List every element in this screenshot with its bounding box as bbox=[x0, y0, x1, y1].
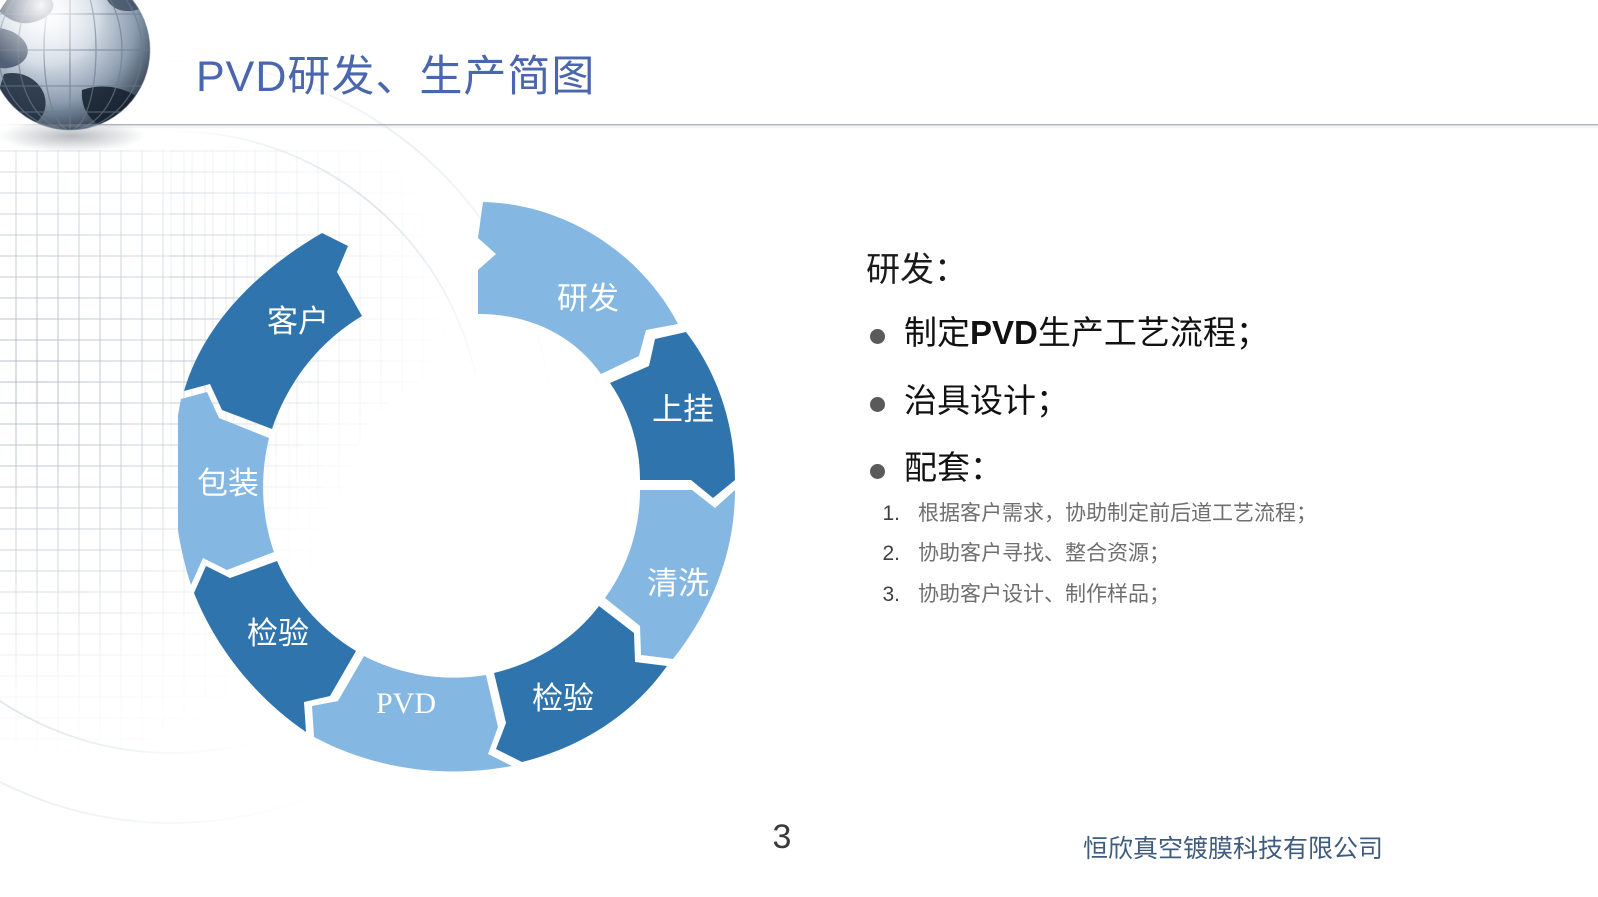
sublist-item-1: 1. 根据客户需求，协助制定前后道工艺流程； bbox=[872, 502, 1526, 526]
cycle-label-8: 客户 bbox=[267, 304, 329, 339]
bullet-text-2: 治具设计； bbox=[904, 381, 1069, 419]
cycle-segment-5[interactable]: PVD bbox=[312, 656, 512, 772]
cycle-label-2: 上挂 bbox=[652, 392, 714, 427]
cycle-diagram: 研发 上挂 清洗 检验 PVD bbox=[178, 202, 735, 772]
content-heading: 研发： bbox=[866, 251, 968, 289]
bullet-text-prefix-1: 制定 bbox=[904, 314, 970, 352]
cycle-segment-7[interactable]: 包装 bbox=[178, 392, 274, 585]
header-divider bbox=[0, 124, 1598, 129]
bullet-item-3: 配套： bbox=[866, 448, 1526, 486]
cycle-segment-group: 研发 上挂 清洗 检验 PVD bbox=[178, 202, 735, 772]
cycle-label-3: 清洗 bbox=[647, 566, 709, 601]
cycle-segment-8[interactable]: 客户 bbox=[184, 233, 362, 429]
cycle-label-4: 检验 bbox=[532, 681, 594, 716]
footer-company-name: 恒欣真空镀膜科技有限公司 bbox=[1083, 835, 1384, 863]
page-number: 3 bbox=[772, 818, 792, 856]
content-panel: 研发： 制定PVD生产工艺流程； 治具设计； 配套： 1. 根据客户需求，协助制… bbox=[866, 251, 1526, 623]
sublist-number-1: 1. bbox=[882, 502, 900, 526]
cycle-segment-4[interactable]: 检验 bbox=[494, 606, 667, 762]
bullet-list: 制定PVD生产工艺流程； 治具设计； 配套： bbox=[866, 315, 1526, 486]
sublist-number-2: 2. bbox=[882, 542, 900, 566]
sublist-item-2: 2. 协助客户寻找、整合资源； bbox=[872, 542, 1526, 566]
sublist-text-3: 协助客户设计、制作样品； bbox=[918, 582, 1170, 606]
bullet-text-3: 配套： bbox=[904, 448, 1003, 486]
bullet-text-strong-1: PVD bbox=[970, 314, 1038, 352]
sublist-text-2: 协助客户寻找、整合资源； bbox=[918, 542, 1170, 566]
cycle-center-hub bbox=[349, 373, 583, 611]
cycle-segment-1[interactable]: 研发 bbox=[478, 202, 678, 374]
cycle-segment-3[interactable]: 清洗 bbox=[605, 490, 735, 659]
page-title: PVD研发、生产简图 bbox=[196, 53, 596, 101]
bullet-item-2: 治具设计； bbox=[866, 381, 1526, 419]
bullet-text-suffix-1: 生产工艺流程； bbox=[1037, 314, 1269, 352]
bullet-item-1: 制定PVD生产工艺流程； bbox=[866, 315, 1526, 351]
sublist-text-1: 根据客户需求，协助制定前后道工艺流程； bbox=[918, 502, 1317, 526]
cycle-label-6: 检验 bbox=[247, 616, 309, 651]
cycle-label-5: PVD bbox=[376, 687, 436, 720]
cycle-label-7: 包装 bbox=[197, 466, 259, 501]
cycle-segment-6[interactable]: 检验 bbox=[194, 561, 356, 732]
cycle-segment-2[interactable]: 上挂 bbox=[610, 332, 735, 498]
numbered-sublist: 1. 根据客户需求，协助制定前后道工艺流程； 2. 协助客户寻找、整合资源； 3… bbox=[866, 502, 1526, 606]
cycle-label-1: 研发 bbox=[557, 281, 619, 316]
sublist-number-3: 3. bbox=[882, 582, 900, 606]
sublist-item-3: 3. 协助客户设计、制作样品； bbox=[872, 583, 1526, 607]
globe-icon bbox=[0, 0, 151, 152]
